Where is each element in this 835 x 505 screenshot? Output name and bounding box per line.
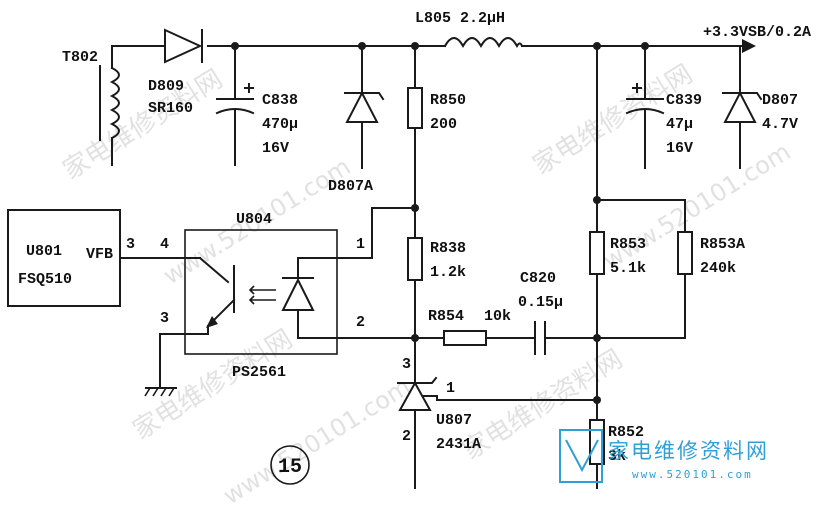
capacitor-c838: C838 470µ 16V [215, 45, 298, 166]
shunt-regulator-u807: 3 1 U807 2431A 2 [397, 356, 598, 489]
label-r852-value: 3k [608, 448, 626, 465]
optocoupler-u804: U804 4 3 1 2 PS2561 [159, 211, 416, 381]
label-r854: R854 [428, 308, 464, 325]
label-c820-value: 0.15µ [518, 294, 563, 311]
transformer-t802: T802 [62, 45, 120, 166]
capacitor-c820: C820 0.15µ [518, 270, 598, 355]
label-r852: R852 [608, 424, 644, 441]
label-d807: D807 [762, 92, 798, 109]
ground-symbol-opto [144, 333, 177, 397]
resistor-r850: R850 200 [407, 45, 466, 209]
label-u804: U804 [236, 211, 272, 228]
capacitor-c839: C839 47µ 16V [625, 45, 702, 169]
label-d807-value: 4.7V [762, 116, 798, 133]
label-opto-pin1: 1 [356, 236, 365, 253]
watermark-url-2: www.520101.com [598, 138, 795, 276]
ic-u801: U801 FSQ510 VFB 3 [7, 209, 135, 307]
resistor-r854: R854 10k [414, 308, 535, 346]
resistor-r852: R852 3k [589, 419, 644, 489]
label-c838-voltage: 16V [262, 140, 289, 157]
logo-url: www.520101.com [632, 468, 753, 481]
label-u807-part: 2431A [436, 436, 481, 453]
label-u801: U801 [26, 243, 62, 260]
label-output: +3.3VSB/0.2A [703, 24, 811, 41]
label-r853a: R853A [700, 236, 745, 253]
figure-number-text: 15 [278, 456, 302, 479]
label-u807-pin3: 3 [402, 356, 411, 373]
label-c839-voltage: 16V [666, 140, 693, 157]
label-c820: C820 [520, 270, 556, 287]
top-rail-wires [111, 39, 756, 53]
resistor-r853: R853 5.1k [589, 199, 646, 421]
label-d807a: D807A [328, 178, 373, 195]
figure-number: 15 [270, 445, 310, 485]
label-opto-pin4: 4 [160, 236, 169, 253]
label-vfb: VFB [86, 246, 113, 263]
label-opto-pin2: 2 [356, 314, 365, 331]
label-r850: R850 [430, 92, 466, 109]
site-logo: 家电维修资料网 www.520101.com [559, 429, 769, 483]
label-c839: C839 [666, 92, 702, 109]
resistor-r853a: R853A 240k [596, 199, 745, 339]
watermark-site-3: 家电维修资料网 [128, 324, 298, 446]
label-u807-pin2: 2 [402, 428, 411, 445]
label-d809: D809 [148, 78, 184, 95]
zener-d807a: D807A [328, 45, 385, 195]
label-t802: T802 [62, 49, 98, 66]
zener-d807: D807 4.7V [722, 45, 798, 169]
watermark-site-1: 家电维修资料网 [58, 64, 228, 186]
label-r853a-value: 240k [700, 260, 736, 277]
wire-opto-pin1 [349, 207, 416, 259]
label-r850-value: 200 [430, 116, 457, 133]
resistor-r838: R838 1.2k [407, 207, 466, 383]
label-r838-value: 1.2k [430, 264, 466, 281]
label-r854-value: 10k [484, 308, 511, 325]
junction-dots [231, 42, 649, 404]
label-opto-pin3: 3 [160, 310, 169, 327]
label-l805: L805 2.2µH [415, 10, 505, 27]
label-u807-pin1: 1 [446, 380, 455, 397]
label-c838: C838 [262, 92, 298, 109]
label-c838-value: 470µ [262, 116, 298, 133]
label-c839-value: 47µ [666, 116, 693, 133]
label-u807: U807 [436, 412, 472, 429]
label-ps2561: PS2561 [232, 364, 286, 381]
watermark-url-3: www.520101.com [218, 373, 415, 505]
logo-site-name: 家电维修资料网 [608, 439, 769, 463]
label-u801-part: FSQ510 [18, 271, 72, 288]
label-r853-value: 5.1k [610, 260, 646, 277]
label-d809-part: SR160 [148, 100, 193, 117]
diode-d809: D809 SR160 [148, 28, 203, 117]
label-r853: R853 [610, 236, 646, 253]
inductor-l805: L805 2.2µH [415, 10, 524, 49]
label-r838: R838 [430, 240, 466, 257]
label-u801-pin3: 3 [126, 236, 135, 253]
